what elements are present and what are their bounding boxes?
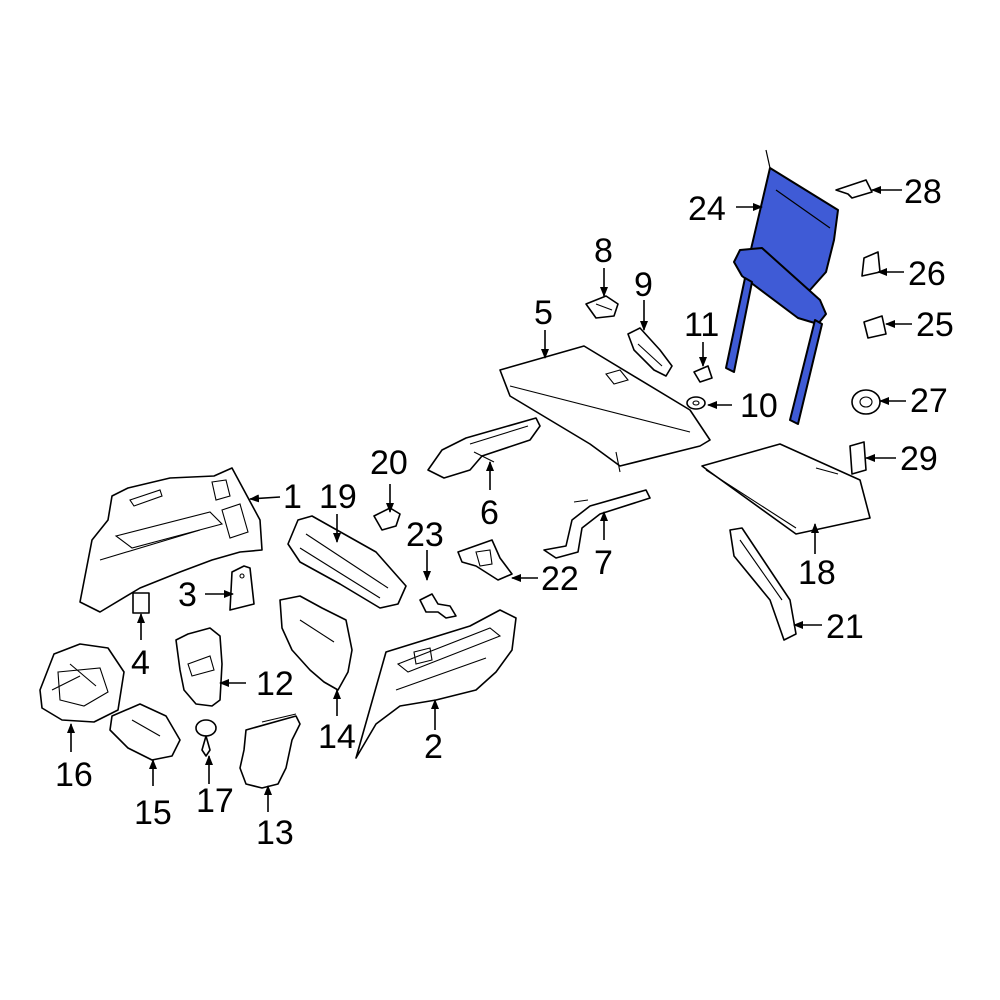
callout-7: 7	[594, 544, 613, 582]
callout-4: 4	[131, 644, 150, 682]
callout-1: 1	[283, 478, 302, 516]
part-10-washer[interactable]	[686, 396, 706, 410]
part-1-quarter-trim-panel[interactable]	[79, 467, 263, 613]
callout-numbers: 1 2 3 4 5 6 7 8 9 10 11 12 13 14 15 16 1…	[55, 173, 954, 852]
part-9-hinge[interactable]	[627, 327, 673, 377]
part-5-load-floor[interactable]	[499, 345, 711, 473]
callout-15: 15	[134, 794, 172, 832]
callout-10: 10	[740, 387, 778, 425]
part-28-hook[interactable]	[835, 179, 873, 199]
part-16-spare-tire-foam[interactable]	[39, 643, 125, 723]
part-3-cover-plate[interactable]	[229, 565, 255, 611]
part-18-tonneau-cover[interactable]	[701, 443, 871, 535]
callout-23: 23	[406, 516, 444, 554]
part-2-side-trim-panel[interactable]	[355, 609, 517, 759]
part-15-foam-block[interactable]	[109, 703, 181, 761]
part-26-clip[interactable]	[861, 251, 881, 277]
part-6-floor-rail[interactable]	[427, 417, 541, 479]
callout-28: 28	[904, 173, 942, 211]
callout-11: 11	[684, 306, 719, 344]
callout-2: 2	[424, 728, 443, 766]
callout-29: 29	[900, 440, 938, 478]
part-29-sleeve[interactable]	[849, 441, 867, 475]
callout-25: 25	[916, 306, 954, 344]
callout-3: 3	[178, 576, 197, 614]
callout-14: 14	[318, 718, 356, 756]
part-14-wheelhouse-liner[interactable]	[279, 595, 353, 691]
callout-16: 16	[55, 756, 93, 794]
callout-22: 22	[541, 560, 579, 598]
callout-13: 13	[256, 814, 294, 852]
callout-18: 18	[798, 554, 836, 592]
callout-19: 19	[319, 478, 357, 516]
callout-12: 12	[256, 665, 294, 703]
part-21-pillar-trim[interactable]	[729, 527, 797, 641]
part-24-cargo-net[interactable]	[725, 149, 839, 425]
callout-9: 9	[634, 266, 653, 304]
callout-leaders	[67, 186, 912, 812]
part-19-sill-trim[interactable]	[287, 515, 407, 609]
part-7-rail-bracket[interactable]	[543, 489, 651, 559]
part-11-clip[interactable]	[693, 365, 713, 383]
callout-20: 20	[370, 444, 408, 482]
callout-5: 5	[534, 294, 553, 332]
callout-24: 24	[688, 190, 726, 228]
callout-27: 27	[910, 382, 948, 420]
part-23-mount-bracket[interactable]	[419, 593, 457, 619]
part-8-bracket[interactable]	[585, 295, 619, 319]
part-22-corner-trim[interactable]	[457, 539, 513, 581]
callout-17: 17	[196, 782, 234, 820]
part-27-grommet[interactable]	[851, 389, 881, 415]
part-4-small-pad[interactable]	[132, 592, 150, 614]
part-20-clip[interactable]	[373, 507, 401, 531]
part-12-bracket-panel[interactable]	[175, 627, 223, 707]
part-25-cap[interactable]	[863, 315, 887, 339]
callout-8: 8	[594, 232, 613, 270]
callout-21: 21	[826, 608, 864, 646]
part-13-side-bracket[interactable]	[239, 713, 301, 789]
callout-6: 6	[480, 494, 499, 532]
leader-1	[249, 494, 281, 503]
callout-26: 26	[908, 255, 946, 293]
part-17-hold-down-knob[interactable]	[195, 719, 217, 757]
